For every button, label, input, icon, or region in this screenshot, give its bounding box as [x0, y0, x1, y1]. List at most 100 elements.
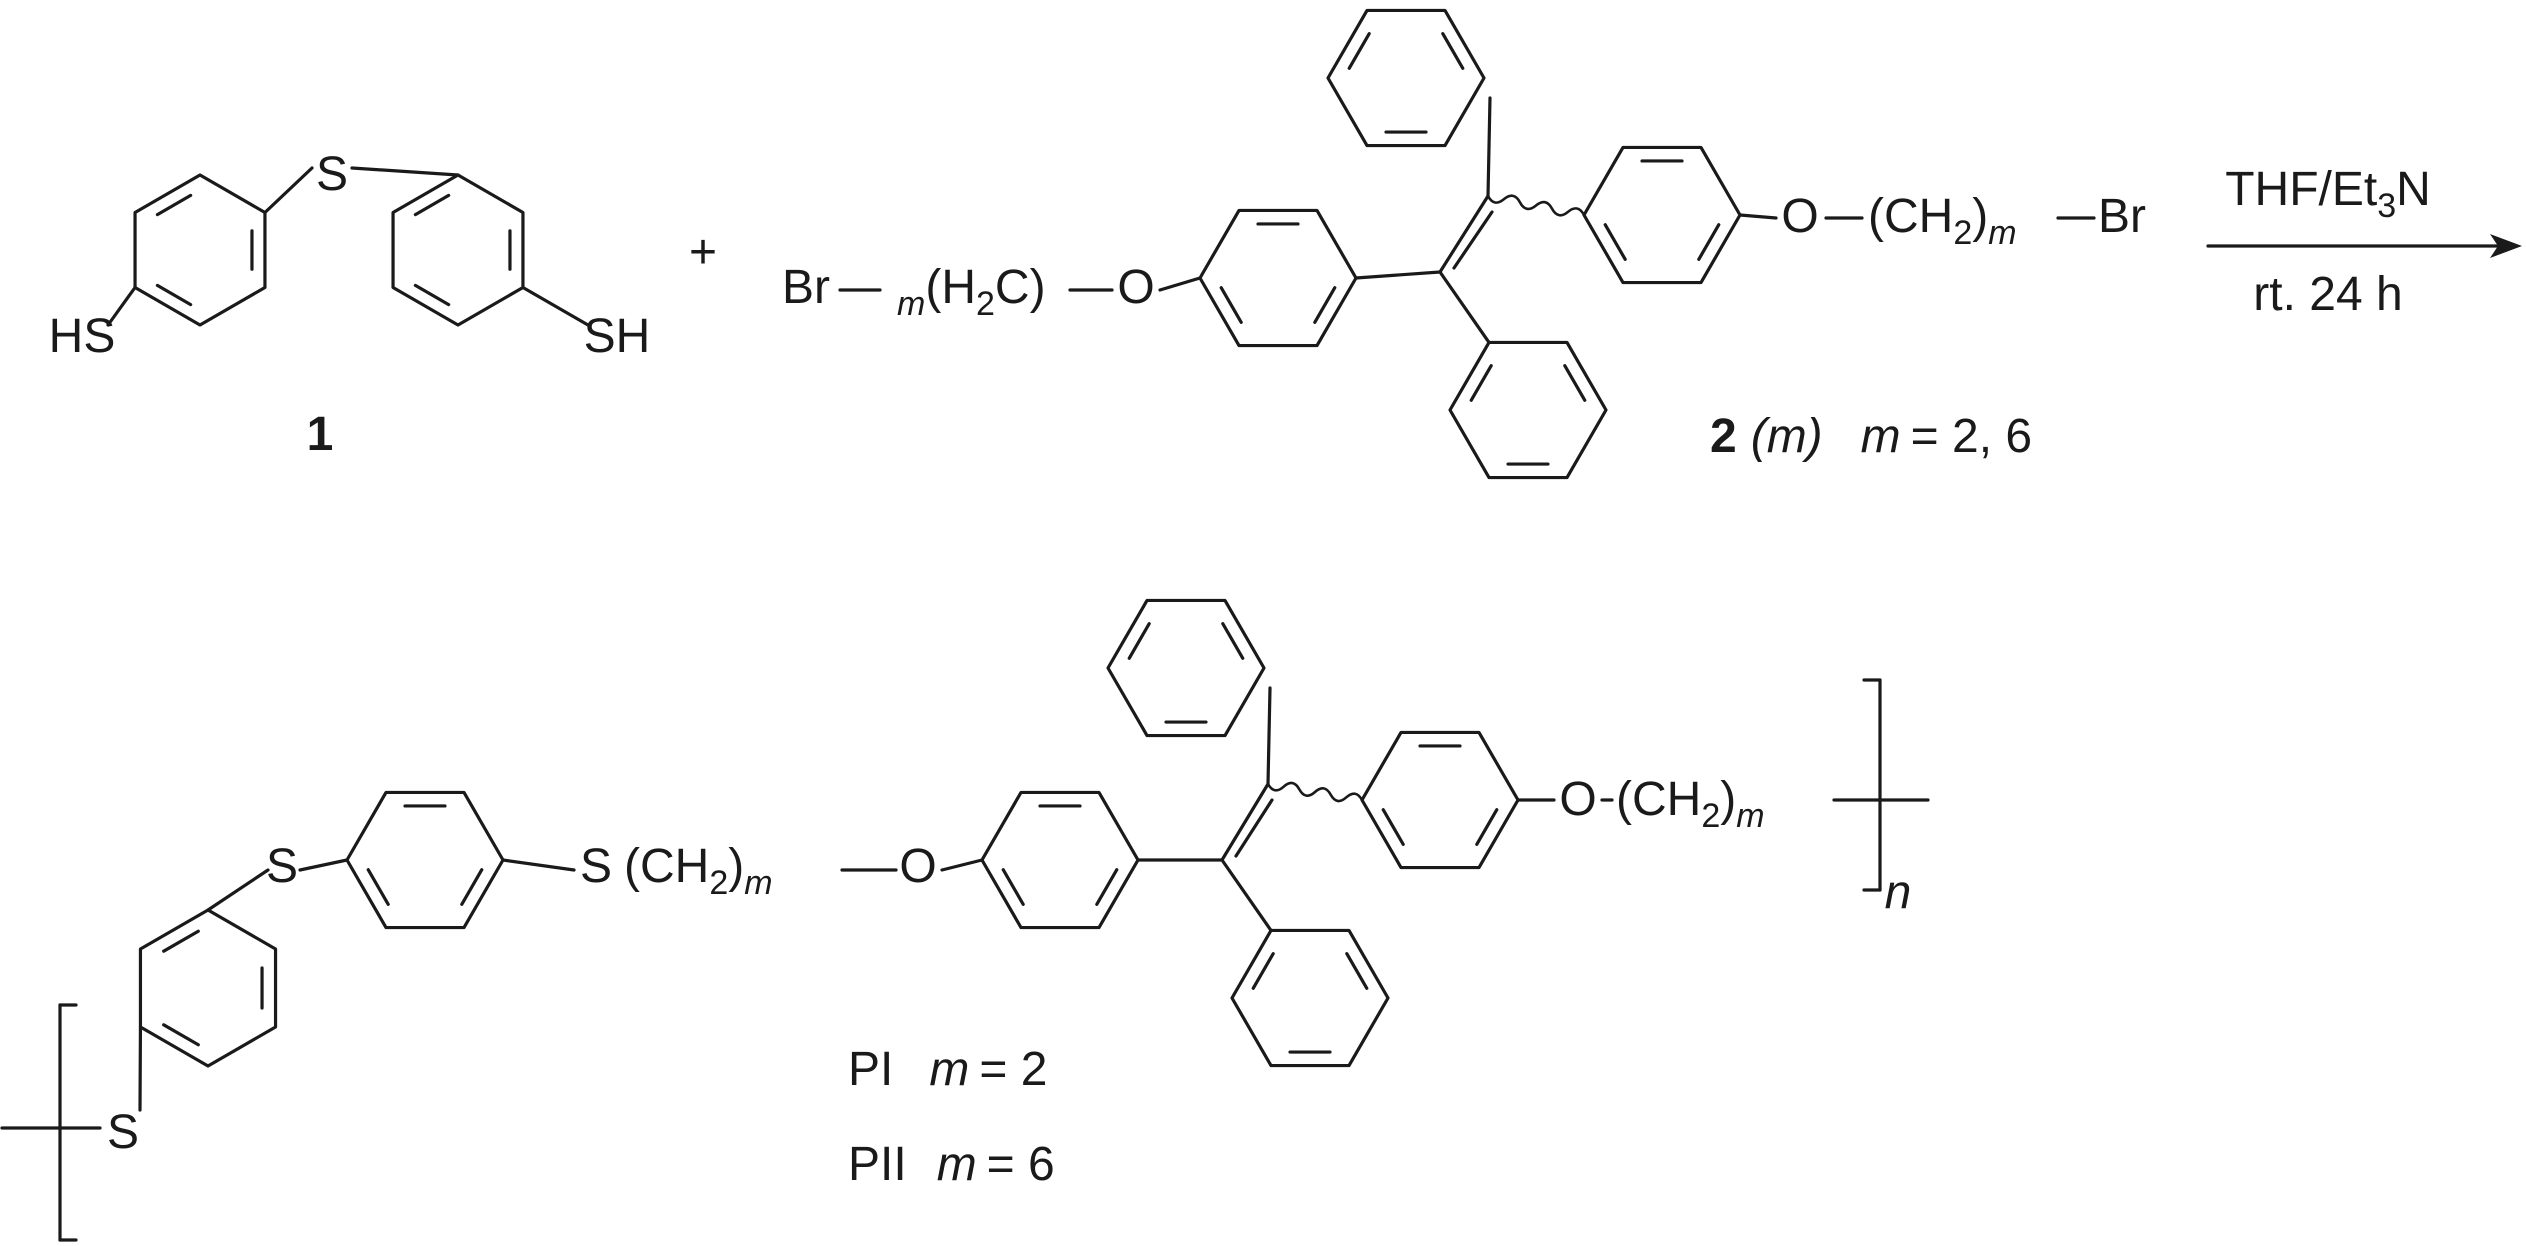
product-ring-tpe-left [980, 790, 1140, 930]
reaction-conditions: THF/Et3N rt. 24 h [2206, 163, 2522, 321]
product-ring-tpe-left-double-bond-2 [1001, 868, 1025, 906]
plus-sign: + [689, 226, 717, 279]
reactant-2-left-oxygen: O [1117, 261, 1154, 314]
product-outer-chain: (CH2)m [1616, 773, 1765, 835]
reactant-2-ring-right-outline [1582, 145, 1742, 285]
reaction-arrow-head [2490, 234, 2522, 258]
reactant-2-ring-left-double-bond-0 [1313, 286, 1337, 324]
product-ring-bottom-phenyl-outline [1230, 928, 1390, 1068]
reactant-1-thiol-left: HS [49, 310, 116, 363]
product-ring-tpe-right-double-bond-0 [1475, 808, 1499, 846]
reactant-2-ring-right-double-bond-2 [1603, 223, 1627, 261]
reactant-1-ring-left [133, 173, 267, 327]
product-bond-s-ring-middle [298, 858, 349, 872]
product-bond-alkene-top-phenyl [1266, 686, 1272, 786]
product-bond-ring-s-top [206, 868, 270, 912]
reactant-1-bridge-sulfur: S [316, 148, 348, 201]
reactant-1-ring-right-double-bond-3 [413, 193, 451, 217]
product-ring-top-phenyl [1106, 598, 1266, 738]
wavy-bonds [1266, 194, 1586, 803]
reactant-2-bond-ring-alkene [1354, 270, 1442, 280]
reactant-2-left-chain: m(H2C) [897, 261, 1046, 323]
reactant-2-right-oxygen: O [1781, 190, 1818, 243]
reactant-2-ring-top-phenyl-double-bond-3 [1347, 32, 1371, 70]
product-ring-lower [138, 908, 278, 1068]
product-ring-lower-outline [138, 908, 278, 1068]
product-oxygen-left: O [899, 840, 936, 893]
product-bond-ring-s-chain [501, 858, 576, 872]
product-repeat-index: n [1885, 866, 1912, 919]
product-bond-o-ring [940, 858, 984, 872]
conditions-time: rt. 24 h [2253, 268, 2402, 321]
reactant-1-ring-right [391, 173, 525, 327]
reactant-1-number: 1 [307, 408, 334, 461]
reactant-2-bond-alkene-bottom-phenyl [1438, 270, 1491, 345]
product-ring-bottom-phenyl [1230, 928, 1390, 1068]
product-alkene-bond [1220, 782, 1270, 862]
product-ring-tpe-left-double-bond-0 [1095, 868, 1119, 906]
reactant-2-ring-right [1582, 145, 1742, 285]
product-alkene-double [1234, 798, 1274, 858]
product-ring-bottom-phenyl-double-bond-5 [1345, 952, 1369, 990]
reactant-1-ring-left-outline [133, 173, 267, 327]
reactant-1-bond-s-ring-right [350, 166, 460, 177]
product-ring-middle [345, 790, 505, 930]
reactant-2-ring-bottom-phenyl [1448, 340, 1608, 480]
reactant-2-bond-ring-o [1738, 213, 1778, 220]
product-oxygen-right: O [1559, 773, 1596, 826]
reactant-2-bond-alkene-top-phenyl [1486, 96, 1492, 198]
product-ring-tpe-right [1360, 730, 1520, 870]
reactant-1: S HS SH 1 [49, 148, 651, 461]
reactant-2-wavy-bond [1486, 194, 1586, 217]
reactant-2-caption: 2(m)m= 2, 6 [1710, 410, 2032, 463]
reactant-2-alkene-double [1452, 210, 1494, 270]
product-ring-top-phenyl-double-bond-5 [1221, 622, 1245, 660]
reactant-2: Br m(H2C) O O (CH2)m Br 2(m)m= 2, 6 [782, 190, 2146, 463]
product-sulfur-end: S [107, 1106, 139, 1159]
reactant-2-ring-left-double-bond-2 [1219, 286, 1243, 324]
reactant-2-ring-bottom-phenyl-outline [1448, 340, 1608, 480]
reactant-2-ring-right-double-bond-0 [1697, 223, 1721, 261]
reactant-2-ring-top-phenyl [1326, 8, 1486, 148]
reactant-1-bond-ring-s-left [263, 166, 314, 215]
product-sulfur-top: S [266, 840, 298, 893]
reactant-1-bond-ring-sh-left [106, 285, 137, 327]
reactant-2-ring-top-phenyl-double-bond-5 [1441, 32, 1465, 70]
reactant-1-ring-left-double-bond-3 [155, 193, 193, 217]
reactant-2-ring-left [1198, 208, 1358, 348]
reactant-2-right-chain: (CH2)m [1868, 190, 2017, 252]
product-ring-bottom-phenyl-double-bond-3 [1251, 952, 1275, 990]
product-ring-middle-double-bond-0 [460, 868, 484, 906]
product-ring-middle-double-bond-2 [366, 868, 390, 906]
reactant-1-thiol-right: SH [584, 310, 651, 363]
reactant-2-ring-bottom-phenyl-double-bond-3 [1469, 364, 1493, 402]
product-inner-chain: (CH2)m [624, 840, 773, 902]
reactant-2-bond-o-ring [1158, 276, 1202, 292]
product-ring-top-phenyl-outline [1106, 598, 1266, 738]
reactant-2-ring-left-outline [1198, 208, 1358, 348]
reactant-1-ring-left-double-bond-1 [155, 283, 193, 307]
reactant-2-alkene-bond [1438, 194, 1490, 274]
product-sulfur-chain: S [580, 840, 612, 893]
product-ring-tpe-right-outline [1360, 730, 1520, 870]
reactant-1-ring-right-outline [391, 173, 525, 327]
reactant-2-right-bromine: Br [2098, 190, 2146, 243]
reactant-2-left-bromine: Br [782, 261, 830, 314]
product-ring-middle-outline [345, 790, 505, 930]
reactant-1-bond-ring-sh-right [521, 285, 590, 327]
product-wavy-bond [1266, 781, 1364, 803]
reactant-2-ring-bottom-phenyl-double-bond-5 [1563, 364, 1587, 402]
conditions-reagents: THF/Et3N [2225, 163, 2431, 225]
product-ring-lower-double-bond-3 [162, 929, 200, 953]
product-ring-tpe-right-double-bond-2 [1381, 808, 1405, 846]
product-bond-alkene-bottom-phenyl [1220, 858, 1273, 933]
product-ring-tpe-left-outline [980, 790, 1140, 930]
product-ring-lower-double-bond-1 [162, 1023, 200, 1047]
reactant-2-ring-top-phenyl-outline [1326, 8, 1486, 148]
product-ring-top-phenyl-double-bond-3 [1127, 622, 1151, 660]
reactant-1-ring-right-double-bond-1 [413, 283, 451, 307]
